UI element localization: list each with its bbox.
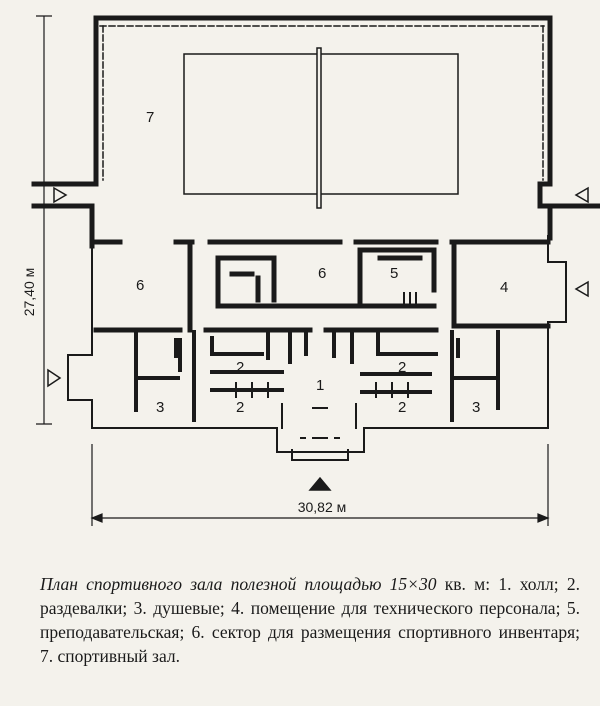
dim-width-label: 30,82 м xyxy=(298,499,347,515)
room-label-1: 1 xyxy=(316,377,324,394)
room-label-2-bottom-left: 2 xyxy=(236,399,244,416)
wall-shower-right xyxy=(450,330,500,422)
room-label-3-left: 3 xyxy=(156,399,164,416)
figure-caption: План спортивного зала полезной площадью … xyxy=(40,572,580,668)
court-markings xyxy=(183,47,459,439)
dim-width-arrow-left xyxy=(90,513,103,523)
room-label-2-top-right: 2 xyxy=(398,359,406,376)
wall-changing-left xyxy=(210,332,308,392)
room-label-6-left: 6 xyxy=(136,277,144,294)
entrance-arrow-left-top xyxy=(53,186,68,204)
dim-width-arrow-right xyxy=(537,513,550,523)
locker-bench-marks xyxy=(235,292,417,398)
room-label-5: 5 xyxy=(390,265,398,282)
wall-cross xyxy=(93,323,551,333)
entrance-arrow-main xyxy=(308,476,332,491)
wall-hall-entry xyxy=(281,403,357,461)
hall-floor-marks xyxy=(300,407,340,439)
lower-outer-wall xyxy=(67,235,567,453)
outer-wall xyxy=(31,15,600,249)
room-label-7: 7 xyxy=(146,109,154,126)
plan-walls xyxy=(31,15,600,461)
wall-inventory xyxy=(215,247,437,309)
entrance-arrow-right-mid xyxy=(574,280,589,298)
room-label-4: 4 xyxy=(500,279,508,296)
court-net xyxy=(316,47,322,209)
entrance-arrow-left-bottom xyxy=(47,368,62,388)
dim-height-label: 27,40 м xyxy=(21,268,37,317)
dimension-lines xyxy=(36,15,550,526)
room-label-3-right: 3 xyxy=(472,399,480,416)
room-label-2-top-left: 2 xyxy=(236,359,244,376)
caption-body: кв. м: 1. холл; 2. раздевалки; 3. душевы… xyxy=(40,574,581,666)
entrance-arrows xyxy=(47,186,589,491)
dim-width-line xyxy=(91,444,549,526)
wall-changing-right xyxy=(332,332,438,394)
caption-title: План спортивного зала полезной площадью … xyxy=(40,574,437,594)
floor-plan: 27,40 м 30,82 м 7 6 6 5 4 2 2 2 2 1 3 3 xyxy=(21,15,600,526)
entrance-arrow-right-top xyxy=(574,186,589,204)
dim-height-line xyxy=(36,15,52,425)
room-label-6-center: 6 xyxy=(318,265,326,282)
wall-shower-left xyxy=(134,330,196,422)
room-label-2-bottom-right: 2 xyxy=(398,399,406,416)
